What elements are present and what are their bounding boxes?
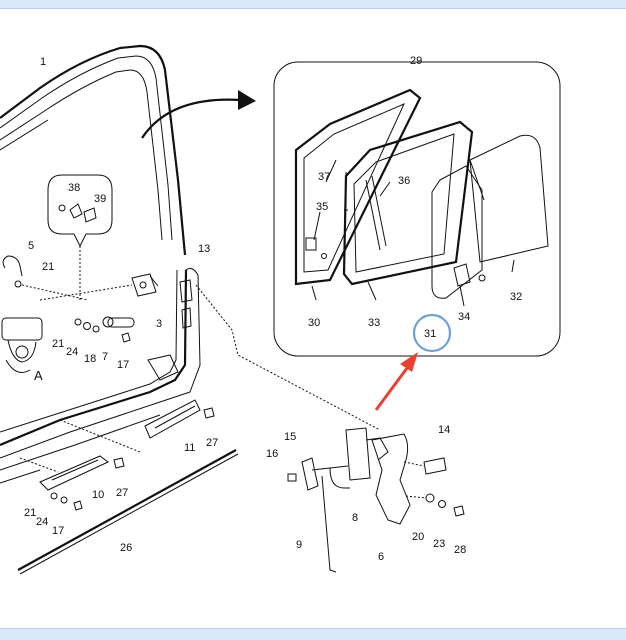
callout-21-bottom: 21 [24, 507, 36, 519]
latch-assembly [287, 427, 465, 573]
bracket-part-11 [144, 399, 201, 439]
callout-33: 33 [368, 317, 380, 329]
callout-8: 8 [352, 512, 358, 524]
callout-34: 34 [458, 311, 470, 323]
red-arrow [374, 352, 418, 411]
callout-1: 1 [40, 56, 46, 68]
plate-part-10 [39, 455, 109, 491]
callout-6: 6 [378, 551, 384, 563]
callout-28: 28 [454, 544, 466, 556]
callout-detail-a: A [34, 368, 43, 383]
callout-26: 26 [120, 542, 132, 554]
screw-part-27 [113, 407, 215, 469]
callout-24-bottom: 24 [36, 516, 48, 528]
callout-21-top: 21 [42, 261, 54, 273]
callout-36: 36 [398, 175, 410, 187]
callout-5: 5 [28, 240, 34, 252]
curved-arrow [141, 90, 256, 139]
callout-27-bottom: 27 [116, 487, 128, 499]
callout-16: 16 [266, 448, 278, 460]
callout-13: 13 [198, 243, 210, 255]
callout-37: 37 [318, 171, 330, 183]
window-kit-box-29 [273, 61, 561, 357]
callout-17-mid: 17 [117, 359, 129, 371]
leader-lines [19, 284, 381, 473]
callout-35: 35 [316, 201, 328, 213]
clip-part-5 [2, 255, 23, 277]
callout-31: 31 [424, 328, 436, 340]
callout-18: 18 [84, 353, 96, 365]
washers-left [14, 280, 100, 504]
callout-29: 29 [410, 55, 422, 67]
door-frame-1 [0, 44, 201, 484]
callout-7: 7 [102, 351, 108, 363]
detail-bubble-38-39 [47, 174, 113, 300]
callout-39: 39 [94, 193, 106, 205]
callout-30: 30 [308, 317, 320, 329]
highlight-circle-31 [412, 313, 452, 353]
callout-9: 9 [296, 539, 302, 551]
hinge-part-3 [131, 273, 159, 297]
callout-23: 23 [433, 538, 445, 550]
bottom-band [0, 628, 626, 640]
callout-15: 15 [284, 431, 296, 443]
callout-32: 32 [510, 291, 522, 303]
seal-strip-26 [17, 449, 239, 575]
callout-3: 3 [156, 318, 162, 330]
callout-38: 38 [68, 182, 80, 194]
bolt-part-7 [102, 316, 135, 328]
callout-21-mid: 21 [52, 338, 64, 350]
callout-11: 11 [184, 442, 195, 454]
box-leaders [311, 61, 515, 307]
callout-20: 20 [412, 531, 424, 543]
callout-24-mid: 24 [66, 346, 78, 358]
callout-17-bottom: 17 [52, 525, 64, 537]
callout-14: 14 [438, 424, 450, 436]
screw-part-17 [73, 332, 131, 511]
top-band [0, 0, 626, 9]
callout-10: 10 [92, 489, 104, 501]
callout-27-right: 27 [206, 437, 218, 449]
